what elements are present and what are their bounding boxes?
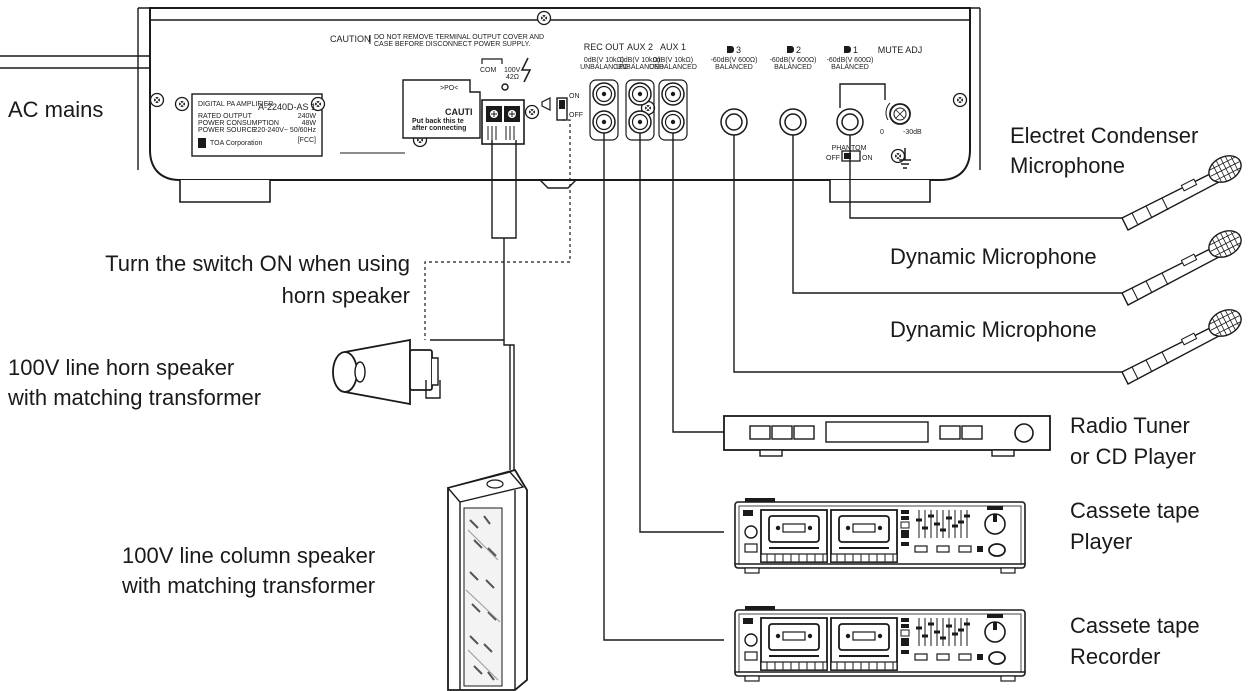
dynamic-microphone-1 (1121, 224, 1247, 306)
svg-text:1: 1 (853, 45, 858, 55)
input-3-heading: 3 (727, 45, 741, 55)
cover-symbol: >PO< (440, 85, 458, 92)
label-model: A-2240D-AS 1 (258, 102, 316, 112)
cassette-tape-player (733, 496, 1027, 575)
ac-mains-label: AC mains (8, 97, 104, 122)
rec-out-jack-r[interactable] (592, 110, 616, 134)
in2-spec-2: BALANCED (774, 64, 812, 71)
label-line-1: DIGITAL PA AMPLIFIER (198, 101, 273, 108)
radio-tuner-label-2: or CD Player (1070, 444, 1196, 469)
high-voltage-icon (520, 57, 532, 83)
radio-tuner (723, 415, 1051, 457)
switch-dotted-leader (424, 119, 571, 340)
mic-input-3-jack[interactable] (720, 108, 748, 136)
label-val-2: 240W (298, 113, 317, 120)
horn-speaker-icon (541, 97, 551, 111)
svg-text:2: 2 (796, 45, 801, 55)
switch-on-label: ON (569, 93, 580, 100)
terminal-ohm-label: 42Ω (506, 74, 519, 81)
aux2-spec-1: 0dB(V 10kΩ) (620, 57, 660, 64)
label-line-3: POWER CONSUMPTION (198, 120, 279, 127)
mute-adj-heading: MUTE ADJ (878, 45, 923, 55)
horn-speaker-label-2: with matching transformer (8, 385, 262, 410)
mute-adj-knob[interactable] (889, 103, 911, 125)
terminal-100v-label: 100V (504, 67, 521, 74)
label-line-4: POWER SOURCE (198, 127, 257, 134)
input-2-heading: 2 (787, 45, 801, 55)
mic-input-1-jack[interactable] (836, 108, 864, 136)
caution-text-1: DO NOT REMOVE TERMINAL OUTPUT COVER AND (374, 34, 544, 41)
amplifier-rear-panel: DIGITAL PA AMPLIFIER A-2240D-AS 1 RATED … (137, 7, 981, 203)
dynamic-mic-label-2: Dynamic Microphone (890, 317, 1097, 342)
aux2-heading: AUX 2 (627, 42, 653, 52)
terminal-cover (402, 79, 481, 139)
phantom-off-label: OFF (826, 155, 840, 162)
aux2-jack-r[interactable] (628, 110, 652, 134)
rec-out-spec-2: UNBALANCED (580, 64, 628, 71)
column-speaker (446, 468, 528, 691)
terminal-com-label: COM (480, 67, 497, 74)
rec-out-jack-l[interactable] (592, 82, 616, 106)
aux2-jack-l[interactable] (628, 82, 652, 106)
rec-out-spec-1: 0dB(V 10kΩ) (584, 57, 624, 64)
switch-off-label: OFF (569, 112, 583, 119)
aux1-spec-2: UNBALANCED (649, 64, 697, 71)
aux1-heading: AUX 1 (660, 42, 686, 52)
electret-mic-label-1: Electret Condenser (1010, 123, 1199, 148)
tape-player-label-2: Player (1070, 529, 1133, 554)
cassette-tape-recorder (733, 604, 1027, 683)
in1-spec-1: -60dB(V 600Ω) (827, 57, 874, 64)
in1-spec-2: BALANCED (831, 64, 869, 71)
electret-mic-label-2: Microphone (1010, 153, 1125, 178)
mic-input-2-jack[interactable] (779, 108, 807, 136)
radio-tuner-label-1: Radio Tuner (1070, 413, 1190, 438)
column-speaker-label-1: 100V line column speaker (122, 543, 376, 568)
caution-heading: CAUTION (330, 34, 371, 44)
label-val-4: 220-240V~ 50/60Hz (254, 127, 317, 134)
aux1-jack-l[interactable] (661, 82, 685, 106)
dynamic-microphone-2 (1121, 303, 1247, 385)
aux1-spec-1: 0dB(V 10kΩ) (653, 57, 693, 64)
label-line-2: RATED OUTPUT (198, 113, 253, 120)
aux2-spec-2: UNBALANCED (616, 64, 664, 71)
label-maker: TOA Corporation (210, 140, 263, 147)
knob-max-label: -30dB (903, 129, 922, 136)
dynamic-mic-label-1: Dynamic Microphone (890, 244, 1097, 269)
cover-text-2: after connecting (412, 125, 466, 132)
tape-recorder-label-2: Recorder (1070, 644, 1161, 669)
knob-min-label: 0 (880, 129, 884, 136)
phantom-label: PHANTOM (832, 145, 867, 152)
svg-text:3: 3 (736, 45, 741, 55)
switch-note-line-2: horn speaker (281, 283, 410, 308)
horn-speaker-label-1: 100V line horn speaker (8, 355, 235, 380)
cover-title: CAUTI (445, 107, 473, 117)
switch-note-line-1: Turn the switch ON when using (105, 251, 410, 276)
label-val-3: 48W (302, 120, 317, 127)
in3-spec-2: BALANCED (715, 64, 753, 71)
toa-logo-icon (198, 138, 206, 148)
label-fcc: [FCC] (298, 137, 316, 144)
caution-text-2: CASE BEFORE DISCONNECT POWER SUPPLY. (374, 41, 530, 48)
electret-microphone (1121, 149, 1247, 231)
in2-spec-1: -60dB(V 600Ω) (770, 57, 817, 64)
source-wiring (603, 133, 1140, 641)
cover-text-1: Put back this te (412, 118, 464, 125)
column-speaker-label-2: with matching transformer (122, 573, 376, 598)
speaker-wiring (430, 140, 517, 470)
tape-recorder-label-1: Cassete tape (1070, 613, 1200, 638)
aux1-jack-r[interactable] (661, 110, 685, 134)
rec-out-heading: REC OUT (584, 42, 625, 52)
phantom-on-label: ON (862, 155, 873, 162)
horn-speaker (332, 338, 441, 406)
in3-spec-1: -60dB(V 600Ω) (711, 57, 758, 64)
tape-player-label-1: Cassete tape (1070, 498, 1200, 523)
input-1-heading: 1 (844, 45, 858, 55)
